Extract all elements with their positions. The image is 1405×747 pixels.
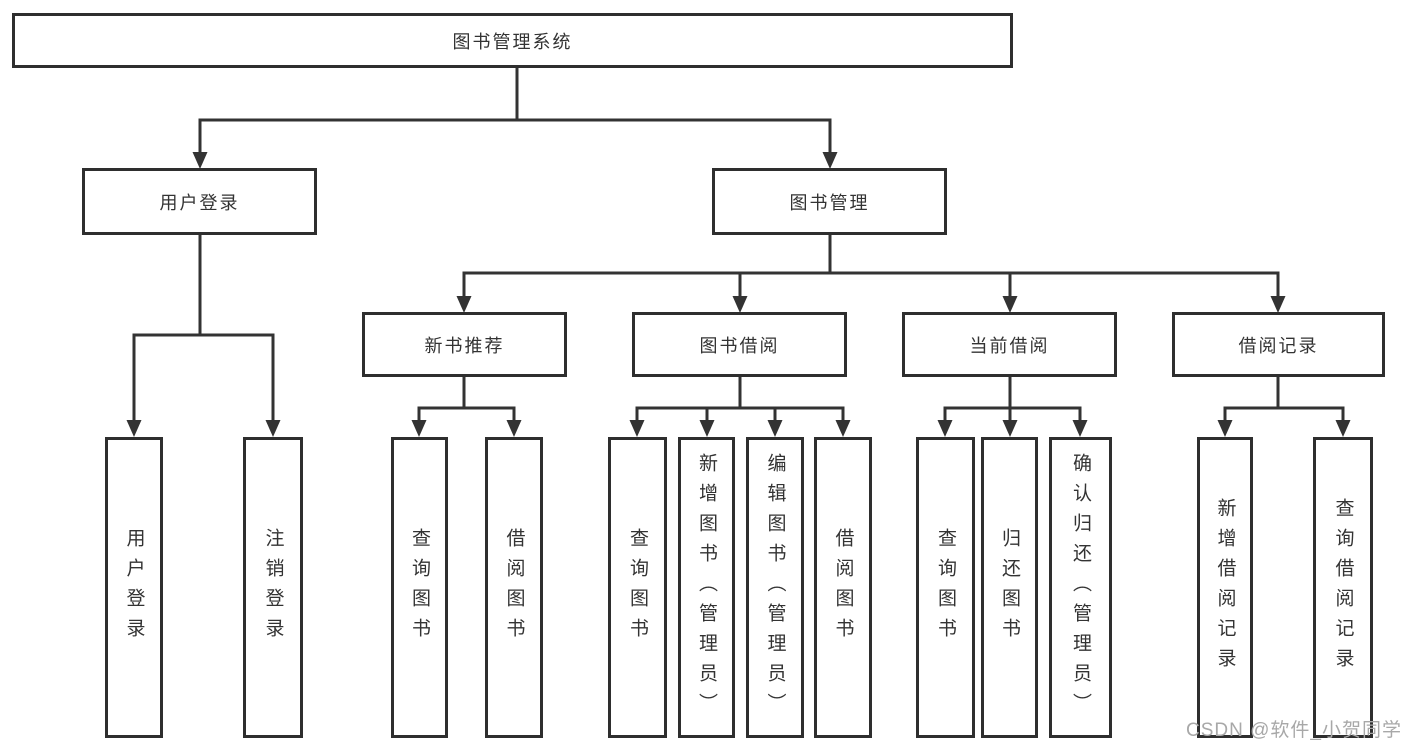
leaf-query-book-borrow: 查询图书 [608,437,667,738]
leaf-query-book-borrow-label: 查询图书 [627,527,648,648]
leaf-borrow-book-rec: 借阅图书 [485,437,543,738]
leaf-query-book-rec: 查询图书 [391,437,448,738]
leaf-add-borrow-record-label: 新增借阅记录 [1214,497,1236,678]
leaf-add-book-admin-label: 新增图书（管理员） [696,452,717,723]
leaf-edit-book-admin-label: 编辑图书（管理员） [764,452,786,723]
leaf-confirm-return-admin-label: 确认归还（管理员） [1070,452,1091,723]
node-root-label: 图书管理系统 [452,31,573,52]
connector-newbookrec-to-leaves [417,375,516,423]
leaf-borrow-book-label: 借阅图书 [832,527,854,648]
node-current-borrow: 当前借阅 [902,312,1117,377]
leaf-edit-book-admin: 编辑图书（管理员） [746,437,804,738]
node-book-borrow-label: 图书借阅 [699,335,780,356]
node-current-borrow-label: 当前借阅 [969,335,1050,356]
connector-root-to-level2 [198,66,832,155]
leaf-add-borrow-record: 新增借阅记录 [1197,437,1253,738]
leaf-query-borrow-record: 查询借阅记录 [1313,437,1373,738]
leaf-user-login: 用户登录 [105,437,163,738]
connector-currentborrow-to-leaves [943,375,1082,423]
leaf-return-book-label: 归还图书 [999,527,1020,648]
node-borrow-records: 借阅记录 [1172,312,1385,377]
node-root: 图书管理系统 [12,13,1013,68]
csdn-watermark: CSDN @软件_小贺同学 [1186,720,1402,741]
leaf-query-borrow-record-label: 查询借阅记录 [1332,497,1354,678]
leaf-user-login-label: 用户登录 [123,527,145,648]
leaf-query-book-rec-label: 查询图书 [409,527,430,648]
leaf-query-book-current-label: 查询图书 [935,527,956,648]
leaf-logout: 注销登录 [243,437,303,738]
leaf-borrow-book: 借阅图书 [814,437,872,738]
connector-userlogin-to-leaves [132,233,275,423]
node-borrow-records-label: 借阅记录 [1238,335,1319,356]
node-book-management-label: 图书管理 [789,192,870,213]
leaf-add-book-admin: 新增图书（管理员） [678,437,735,738]
node-user-login: 用户登录 [82,168,317,235]
connector-bookborrow-to-leaves [635,375,845,423]
leaf-confirm-return-admin: 确认归还（管理员） [1049,437,1112,738]
node-user-login-label: 用户登录 [159,192,240,213]
node-new-book-recommend-label: 新书推荐 [424,335,505,356]
node-book-management: 图书管理 [712,168,947,235]
connector-borrowrecords-to-leaves [1223,375,1345,423]
node-book-borrow: 图书借阅 [632,312,847,377]
leaf-borrow-book-rec-label: 借阅图书 [503,527,525,648]
connector-bookmgmt-to-level3 [462,233,1280,299]
leaf-logout-label: 注销登录 [262,527,284,648]
arrowheads [126,152,1351,437]
node-new-book-recommend: 新书推荐 [362,312,567,377]
leaf-return-book: 归还图书 [981,437,1038,738]
leaf-query-book-current: 查询图书 [916,437,975,738]
